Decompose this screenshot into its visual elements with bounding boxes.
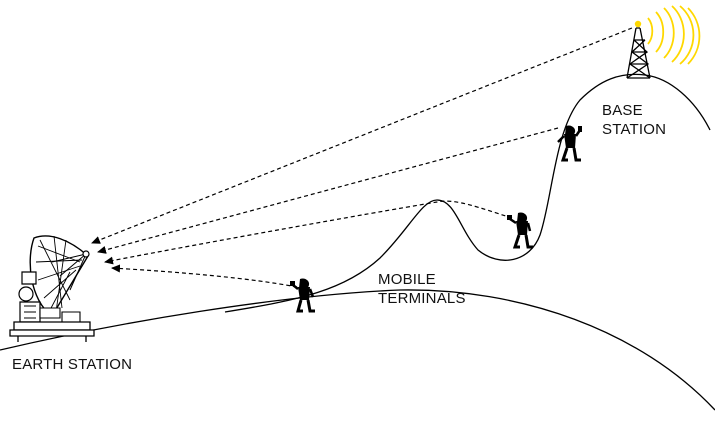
terrain-ridge [224,73,711,313]
mobile-terminals-label: MOBILE TERMINALS [378,270,466,308]
earth-station-label: EARTH STATION [12,356,133,373]
signal-waves-icon [647,5,701,65]
link-line-valley-terminal [104,200,513,265]
base-station-label: BASE STATION [602,101,666,139]
earth-curve [0,289,715,411]
base-station-label-line2: STATION [602,121,667,138]
person-with-phone-icon [507,212,533,249]
base-station-label-line1: BASE [602,102,643,119]
antenna-tip-icon [634,20,642,28]
mobile-terminals-label-line2: TERMINALS [378,290,466,307]
link-line-hill-terminal [97,127,559,254]
person-with-phone-icon [290,278,315,313]
radio-tower-icon [626,27,651,79]
satellite-dish-icon [9,235,95,342]
link-line-near-terminal [111,264,298,288]
mobile-terminals-label-line1: MOBILE [378,271,436,288]
link-line-base-station [91,27,633,244]
person-with-phone-icon [557,125,582,162]
